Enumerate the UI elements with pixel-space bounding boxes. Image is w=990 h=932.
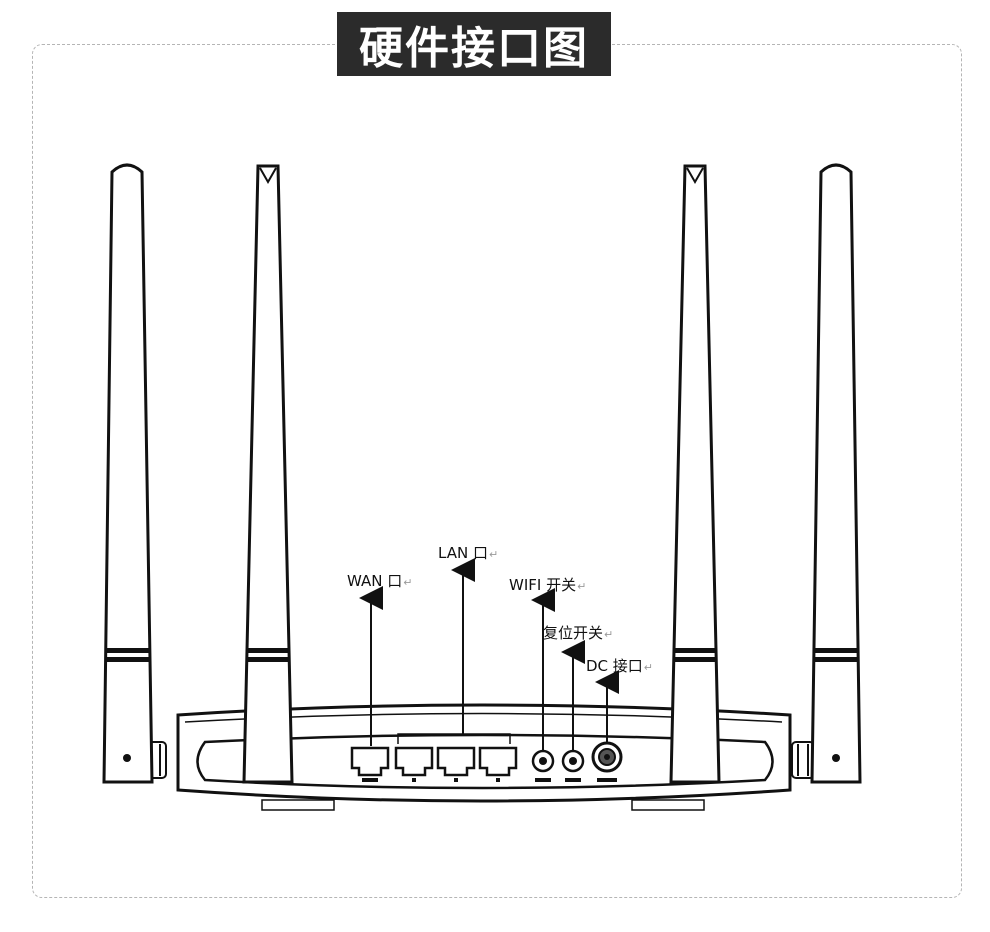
lan-port-3 xyxy=(478,746,518,782)
return-arrow-icon: ↵ xyxy=(577,580,587,593)
lan-port-2 xyxy=(436,746,476,782)
label-wifi-text: WIFI 开关 xyxy=(509,576,577,594)
reset-switch xyxy=(561,749,585,782)
antenna-inner-left xyxy=(242,164,294,784)
label-reset-switch: 复位开关↵ xyxy=(543,622,613,643)
label-wan-port: WAN 口↵ xyxy=(347,570,412,591)
title-box: 硬件接口图 xyxy=(337,12,611,76)
label-wifi-switch: WIFI 开关↵ xyxy=(509,574,586,595)
wan-port xyxy=(350,746,390,782)
lan-port-1 xyxy=(394,746,434,782)
label-wan-text: WAN 口 xyxy=(347,572,403,590)
wifi-switch xyxy=(531,749,555,782)
dc-jack xyxy=(591,741,623,782)
label-lan-text: LAN 口 xyxy=(438,544,488,562)
antenna-far-right xyxy=(810,163,862,784)
return-arrow-icon: ↵ xyxy=(604,628,614,641)
return-arrow-icon: ↵ xyxy=(643,661,654,674)
antenna-far-left xyxy=(102,163,154,784)
antenna-inner-right xyxy=(669,164,721,784)
label-dc-port: DC 接口↵ xyxy=(586,655,653,676)
return-arrow-icon: ↵ xyxy=(488,548,499,561)
page-title: 硬件接口图 xyxy=(359,23,589,74)
lan-group-bracket xyxy=(397,733,511,744)
label-lan-port: LAN 口↵ xyxy=(438,542,498,563)
label-reset-text: 复位开关 xyxy=(543,624,604,642)
return-arrow-icon: ↵ xyxy=(403,576,413,589)
label-dc-text: DC 接口 xyxy=(586,657,643,675)
